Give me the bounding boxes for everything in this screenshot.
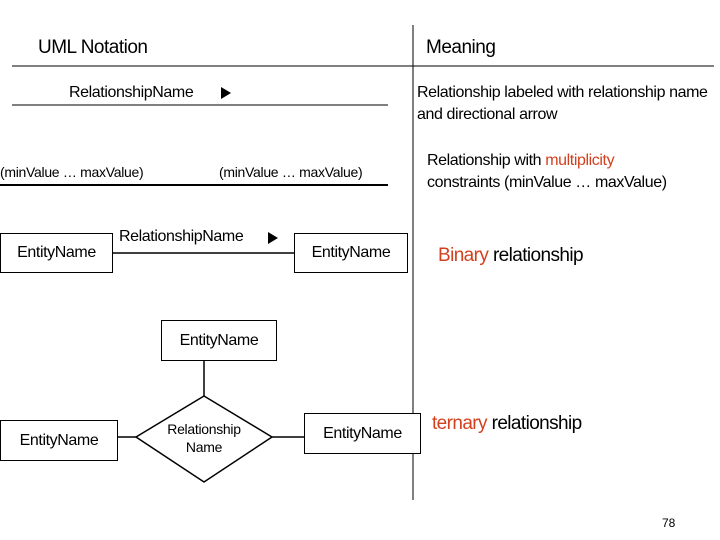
row1-meaning: Relationship labeled with relationship n…: [417, 82, 708, 126]
row4-meaning: ternary relationship: [432, 413, 582, 435]
row4-meaning-rest: relationship: [486, 413, 583, 434]
page-number: 78: [662, 516, 676, 530]
row2-meaning-line1: Relationship with multiplicity: [427, 150, 667, 172]
row2-right-multiplicity: (minValue … maxValue): [219, 164, 363, 180]
row3-relationship-label: RelationshipName: [119, 228, 244, 245]
relationship-diamond: [134, 395, 274, 483]
row1-direction-arrow-icon: [221, 87, 231, 99]
diamond-label: Relationship Name: [154, 420, 254, 456]
meaning-header: Meaning: [426, 37, 496, 58]
diamond-label-line2: Name: [185, 439, 223, 455]
row3-left-entity: EntityName: [0, 233, 113, 273]
row4-top-entity: EntityName: [161, 320, 277, 361]
row2-left-multiplicity: (minValue … maxValue): [0, 164, 144, 180]
row2-meaning-prefix: Relationship with: [427, 152, 546, 169]
row3-right-entity: EntityName: [294, 233, 408, 273]
row2-meaning-line2: constraints (minValue … maxValue): [427, 174, 667, 191]
row1-meaning-line1: Relationship labeled with relationship n…: [417, 84, 708, 101]
row4-meaning-accent: ternary: [432, 413, 488, 434]
diamond-label-line1: Relationship: [167, 421, 241, 437]
row4-left-entity: EntityName: [0, 420, 118, 461]
row3-direction-arrow-icon: [268, 232, 278, 244]
row2-meaning-accent: multiplicity: [545, 152, 615, 169]
row2-meaning: Relationship with multiplicity constrain…: [427, 150, 667, 194]
row3-meaning: Binary relationship: [438, 245, 584, 267]
row1-relationship-label: RelationshipName: [69, 84, 194, 101]
row3-meaning-accent: Binary: [438, 245, 489, 266]
uml-notation-header: UML Notation: [38, 37, 148, 58]
row1-meaning-line2: and directional arrow: [417, 106, 558, 123]
row3-meaning-rest: relationship: [488, 245, 584, 266]
row4-right-entity: EntityName: [304, 413, 421, 454]
